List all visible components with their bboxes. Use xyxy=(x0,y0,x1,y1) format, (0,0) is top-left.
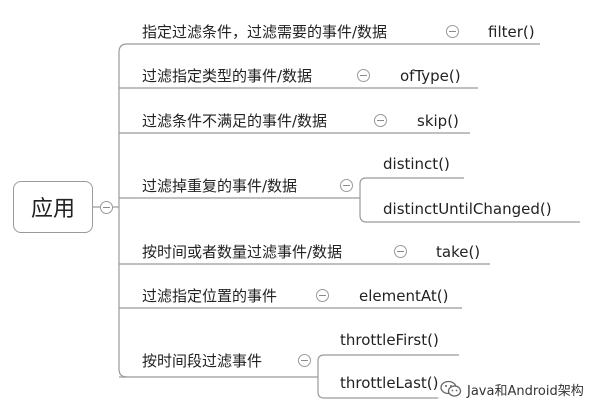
wechat-icon xyxy=(440,380,462,397)
sub-branch-line xyxy=(317,354,459,377)
root-collapse-icon[interactable] xyxy=(100,201,113,214)
root-node[interactable]: 应用 xyxy=(13,181,93,233)
branch-collapse-icon[interactable] xyxy=(446,25,459,38)
branch-label-skip: 过滤条件不满足的事件/数据 xyxy=(142,112,328,130)
branch-collapse-icon[interactable] xyxy=(340,179,353,192)
branch-label-filter: 指定过滤条件，过滤需要的事件/数据 xyxy=(142,23,388,41)
op-throttle-last[interactable]: throttleLast() xyxy=(340,374,439,392)
branch-collapse-icon[interactable] xyxy=(316,289,329,302)
sub-branch-line xyxy=(359,198,580,223)
branch-collapse-icon[interactable] xyxy=(357,69,370,82)
op-oftype[interactable]: ofType() xyxy=(400,67,461,85)
branch-label-elementat: 过滤指定位置的事件 xyxy=(142,287,278,305)
root-label: 应用 xyxy=(30,197,75,222)
op-filter[interactable]: filter() xyxy=(488,23,535,41)
op-elementat[interactable]: elementAt() xyxy=(359,287,449,305)
sub-branch-line xyxy=(359,177,464,198)
branch-collapse-icon[interactable] xyxy=(394,245,407,258)
sub-branch-line xyxy=(317,377,440,399)
branch-label-distinct: 过滤掉重复的事件/数据 xyxy=(142,177,298,195)
watermark-text: Java和Android架构 xyxy=(467,383,584,399)
op-take[interactable]: take() xyxy=(436,243,481,261)
op-skip[interactable]: skip() xyxy=(417,112,459,130)
op-distinct-until-changed[interactable]: distinctUntilChanged() xyxy=(383,200,552,218)
branch-label-take: 按时间或者数量过滤事件/数据 xyxy=(142,243,343,261)
branch-collapse-icon[interactable] xyxy=(374,114,387,127)
branch-label-oftype: 过滤指定类型的事件/数据 xyxy=(142,67,313,85)
trunk-line xyxy=(118,43,128,378)
watermark: Java和Android架构 xyxy=(438,378,588,400)
op-throttle-first[interactable]: throttleFirst() xyxy=(340,331,439,349)
op-distinct[interactable]: distinct() xyxy=(383,155,450,173)
branch-collapse-icon[interactable] xyxy=(298,354,311,367)
branch-label-throttle: 按时间段过滤事件 xyxy=(142,352,263,370)
